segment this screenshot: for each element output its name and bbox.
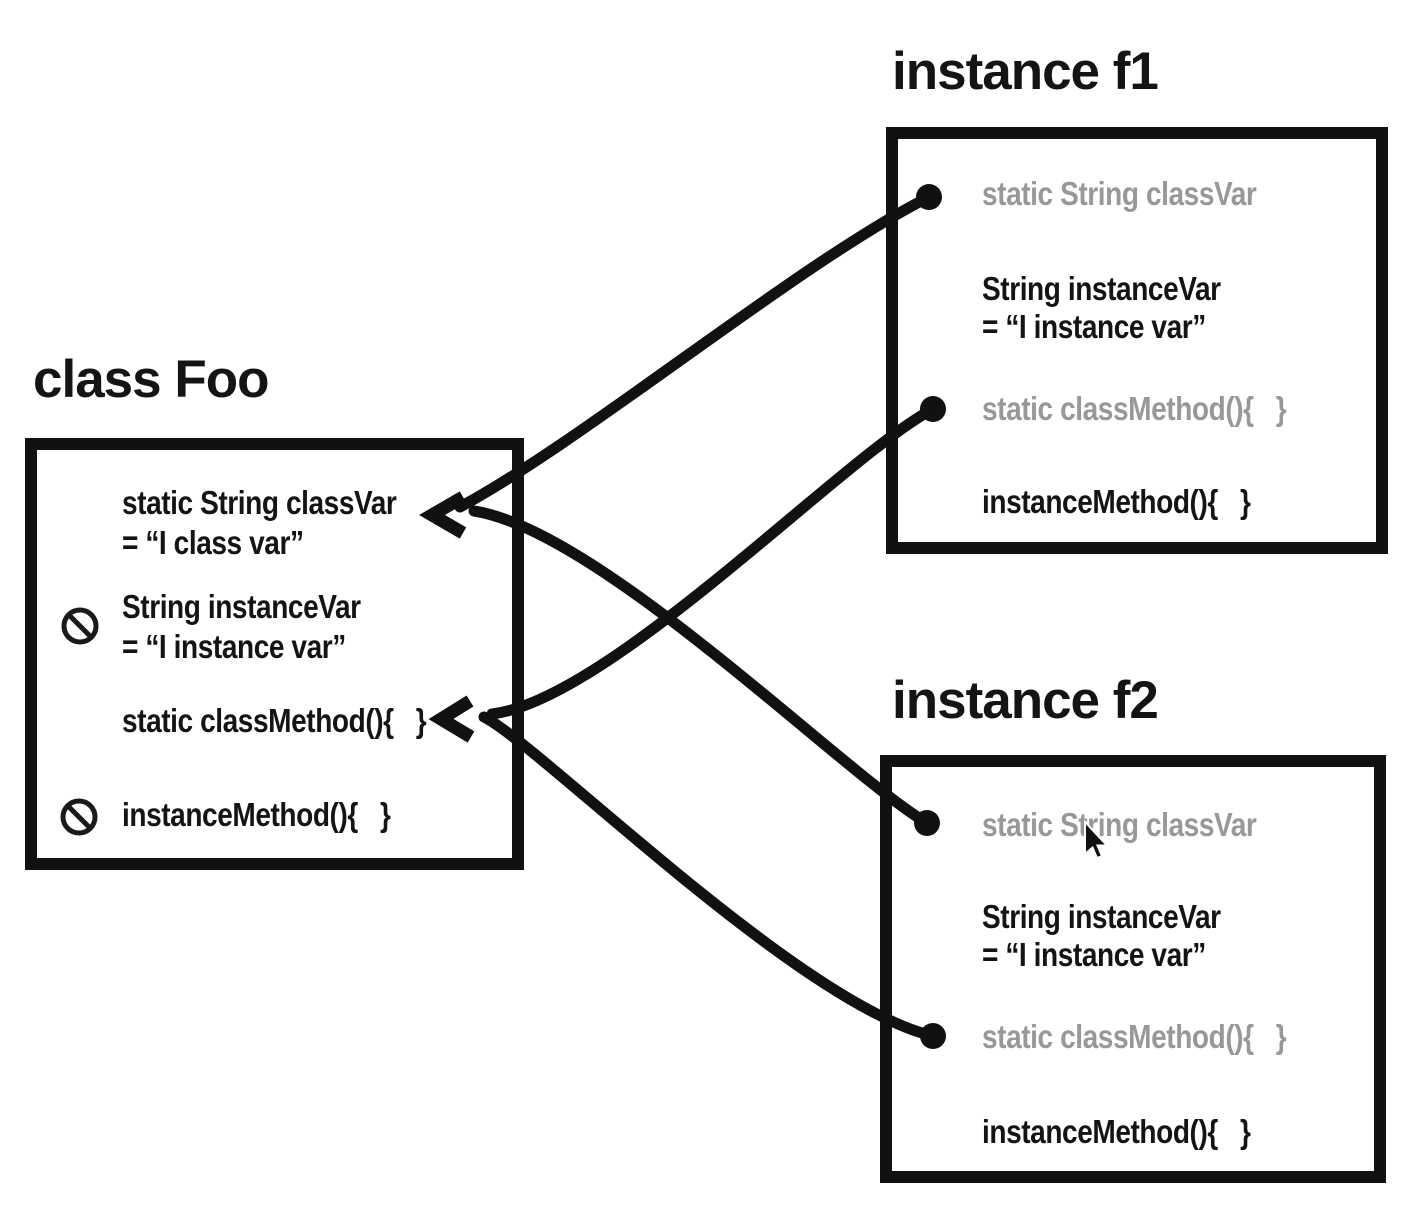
- f1-instancevar-line2: = “I instance var”: [982, 308, 1206, 345]
- f2-instancevar-line1: String instanceVar: [982, 898, 1221, 935]
- instance-f2-box: [880, 755, 1386, 1183]
- instance-f1-title: instance f1: [892, 42, 1159, 101]
- arrow-f2-classvar-to-class: [468, 505, 933, 829]
- instance-f2-title: instance f2: [892, 671, 1159, 730]
- class-foo-classmethod: static classMethod(){ }: [122, 702, 427, 739]
- class-foo-instancevar-line2: = “I instance var”: [122, 628, 346, 665]
- class-foo-classvar-line1: static String classVar: [122, 484, 397, 521]
- f1-classvar-shared: static String classVar: [982, 175, 1257, 212]
- f2-instancevar-line2: = “I instance var”: [982, 936, 1206, 973]
- f1-instancemethod: instanceMethod(){ }: [982, 483, 1251, 520]
- f2-classvar-shared: static String classVar: [982, 806, 1257, 843]
- f1-classmethod-shared: static classMethod(){ }: [982, 390, 1287, 427]
- f1-instancevar-line1: String instanceVar: [982, 270, 1221, 307]
- arrow-f1-classmethod-to-class: [486, 403, 939, 720]
- class-foo-classvar-line2: = “I class var”: [122, 524, 304, 561]
- f2-classmethod-shared: static classMethod(){ }: [982, 1018, 1287, 1055]
- arrow-f1-classvar-to-class: [454, 191, 935, 513]
- arrow-f2-classmethod-to-class: [478, 711, 939, 1042]
- class-foo-instancevar-line1: String instanceVar: [122, 588, 361, 625]
- f2-instancemethod: instanceMethod(){ }: [982, 1113, 1251, 1150]
- class-foo-title: class Foo: [33, 350, 269, 409]
- class-foo-instancemethod: instanceMethod(){ }: [122, 796, 391, 833]
